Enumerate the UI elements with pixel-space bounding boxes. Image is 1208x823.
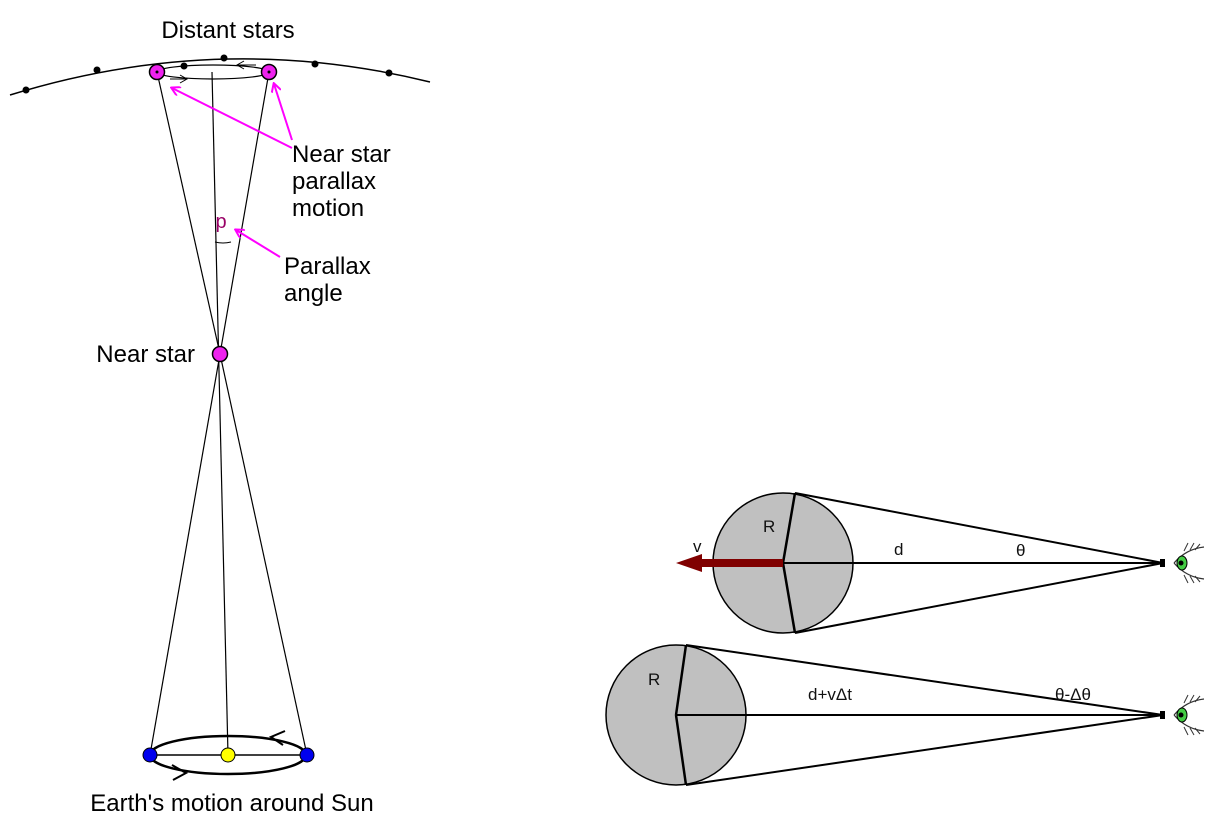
velocity-label: v [693, 537, 702, 556]
distance-label: d [894, 540, 903, 559]
sight-lines [149, 71, 308, 756]
angle-label: θ [1016, 541, 1025, 560]
celestial-sphere-arc [9, 58, 431, 96]
pointer-arrow [274, 84, 293, 141]
angle-label: θ-Δθ [1055, 685, 1091, 704]
earth [142, 747, 158, 763]
parallax-angle-arc [214, 241, 232, 244]
pointer-arrow [236, 230, 281, 258]
motion-arrow-right [170, 74, 189, 84]
radius-line [781, 492, 797, 564]
sun [220, 747, 236, 763]
radius-line [674, 714, 688, 786]
near-star-label: Near star [96, 341, 195, 368]
eye-icon [1173, 542, 1205, 584]
radius-line [781, 562, 797, 634]
earth [299, 747, 315, 763]
near-star-parallax-motion-label: Near star parallax motion [292, 141, 397, 222]
angular-size-diagram-bottom: R d+vΔt θ-Δθ [605, 644, 1205, 786]
velocity-arrowhead [676, 554, 702, 572]
distant-stars-label: Distant stars [161, 17, 294, 44]
radius-line [674, 644, 688, 716]
distant-stars [22, 54, 393, 94]
parallax-motion-ellipse [156, 64, 270, 80]
distant-star [311, 60, 319, 68]
distant-star [22, 86, 30, 94]
distant-star [220, 54, 228, 62]
distant-star [385, 69, 393, 77]
parallax-diagram: Distant stars Near st [9, 17, 431, 817]
angular-size-diagram-top: R v d θ [676, 492, 1205, 634]
parallax-angle-symbol: p [215, 211, 226, 233]
motion-arrow-left [235, 60, 256, 70]
orbit-direction-arrow [171, 764, 189, 781]
pointer-arrow [172, 88, 293, 149]
distance-label: d+vΔt [808, 685, 852, 704]
radius-label: R [648, 670, 660, 689]
near-star [211, 345, 229, 363]
radius-label: R [763, 517, 775, 536]
distant-star [93, 66, 101, 74]
earth-motion-label: Earth's motion around Sun [90, 790, 373, 817]
eye-icon [1173, 694, 1205, 736]
parallax-angle-label: Parallax angle [284, 253, 377, 307]
orbit-direction-arrow [268, 730, 286, 746]
